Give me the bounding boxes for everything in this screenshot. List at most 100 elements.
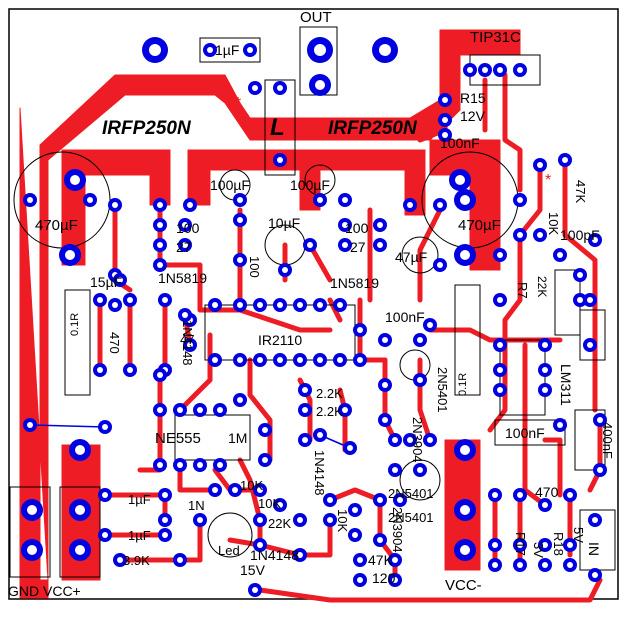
pad-hole — [257, 542, 263, 548]
pad-hole — [302, 387, 308, 393]
pad-hole — [282, 267, 288, 273]
pad-hole — [542, 542, 548, 548]
pad-hole — [592, 237, 598, 243]
pad-hole — [382, 382, 388, 388]
label-3v: 3V — [531, 542, 546, 558]
pad-hole — [342, 222, 348, 228]
pad-hole — [277, 302, 283, 308]
pad-hole — [237, 257, 243, 263]
pad-hole — [297, 552, 303, 558]
pad-hole — [75, 505, 85, 515]
pad-hole — [237, 397, 243, 403]
pad-hole — [542, 562, 548, 568]
label-r01-left: 0.1R — [69, 313, 81, 336]
pad-hole — [127, 297, 133, 303]
pad-hole — [182, 222, 188, 228]
pad-hole — [347, 445, 353, 451]
label-r01-right: 0.1R — [457, 373, 469, 396]
pad-hole — [27, 505, 37, 515]
pad-hole — [382, 417, 388, 423]
pad-hole — [75, 545, 85, 555]
pad-hole — [257, 357, 263, 363]
star-right: * — [545, 172, 551, 189]
pad-hole — [537, 162, 543, 168]
label-out: OUT — [300, 9, 332, 26]
pad-hole — [427, 322, 433, 328]
label-c100u-right: 100µF — [290, 177, 330, 193]
pad-hole — [557, 422, 563, 428]
pad-hole — [357, 357, 363, 363]
pad-hole — [597, 467, 603, 473]
pad-hole — [212, 302, 218, 308]
label-c1u-b: 1µF — [128, 528, 151, 543]
label-gnd-vcc-plus: GND VCC+ — [8, 583, 81, 599]
pad-hole — [117, 277, 123, 283]
pad-hole — [302, 437, 308, 443]
label-r47k: 47K — [573, 180, 588, 203]
pad-hole — [157, 407, 163, 413]
pad-hole — [460, 250, 470, 260]
label-r7: R7 — [515, 282, 530, 299]
pad-hole — [257, 517, 263, 523]
pad-hole — [407, 437, 413, 443]
mounting-hole — [307, 37, 333, 63]
pad-hole — [102, 424, 108, 430]
pad-hole — [112, 202, 118, 208]
pad-hole — [247, 47, 253, 53]
pad-hole — [397, 497, 403, 503]
pad-hole — [187, 342, 193, 348]
pad-hole — [437, 202, 443, 208]
pad-hole — [197, 517, 203, 523]
pad-hole — [587, 342, 593, 348]
pad-hole — [182, 312, 188, 318]
label-r10k-a: 10K — [240, 478, 263, 493]
pad-hole — [217, 407, 223, 413]
label-r3-9k: 3.9K — [123, 553, 150, 568]
pad-hole — [302, 407, 308, 413]
star-left: * — [235, 95, 241, 112]
pad-hole — [237, 217, 243, 223]
pad-hole — [517, 197, 523, 203]
pad-hole — [237, 197, 243, 203]
pad-hole — [342, 407, 348, 413]
pad-hole — [577, 297, 583, 303]
label-diode3: 1N4148 — [250, 547, 299, 563]
pad-hole — [182, 242, 188, 248]
pad-hole — [102, 532, 108, 538]
pad-hole — [27, 422, 33, 428]
label-irfp-right: IRFP250N — [328, 118, 418, 139]
pad-hole — [517, 492, 523, 498]
pad-hole — [277, 85, 283, 91]
pad-hole — [27, 197, 33, 203]
pad-hole — [517, 562, 523, 568]
pad-hole — [417, 467, 423, 473]
label-r100-right: 100 — [345, 220, 369, 236]
pad-hole — [497, 297, 503, 303]
label-c15u: 15µF — [90, 274, 122, 290]
label-r470-right: 470 — [535, 484, 559, 500]
pad-hole — [87, 197, 93, 203]
label-tr3: 2N5401 — [388, 510, 434, 525]
label-c400n: 400nF — [600, 422, 615, 459]
label-tr4: 2N5401 — [435, 367, 450, 413]
label-c100u-left: 100µF — [210, 177, 250, 193]
mounting-hole — [142, 37, 168, 63]
pad-hole — [157, 222, 163, 228]
label-1n: 1N — [188, 498, 205, 513]
label-c100n-mid: 100nF — [385, 309, 425, 325]
pad-hole — [357, 557, 363, 563]
pad-hole — [567, 562, 573, 568]
pad-hole — [517, 67, 523, 73]
pad-hole — [277, 502, 283, 508]
pad-hole — [442, 97, 448, 103]
pad-hole — [357, 327, 363, 333]
pad-hole — [217, 462, 223, 468]
pad-hole — [252, 85, 258, 91]
pad-hole — [297, 517, 303, 523]
label-5v: 5V — [571, 527, 586, 543]
label-c47u: 47µF — [395, 249, 427, 265]
pad-hole — [157, 262, 163, 268]
label-r15: R15 — [460, 90, 486, 106]
pad-hole — [317, 432, 323, 438]
